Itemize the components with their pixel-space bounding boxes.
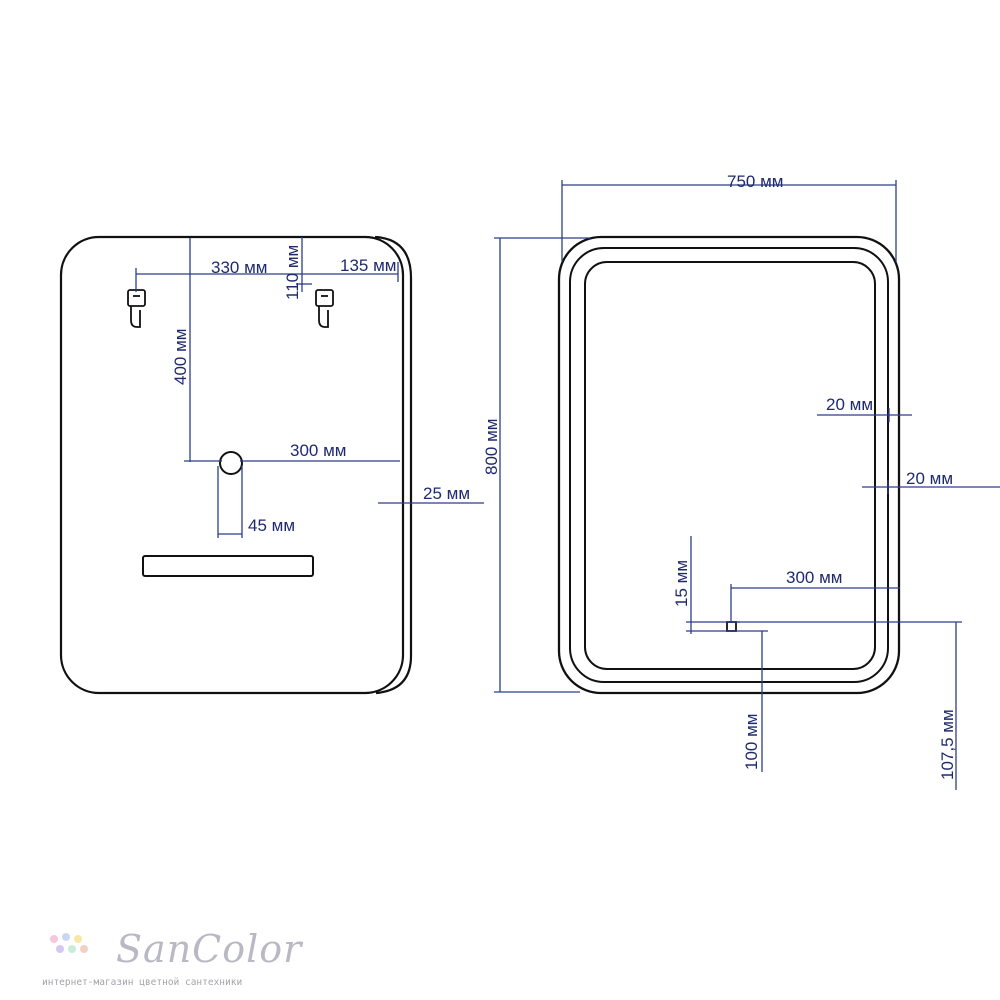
back-dimension-lines xyxy=(135,237,484,538)
front-width-label: 750 мм xyxy=(727,172,783,191)
back-hook-drop-label: 400 мм xyxy=(171,329,190,385)
front-sensor-edge-label: 300 мм xyxy=(786,568,842,587)
front-inset-side-label: 20 мм xyxy=(906,469,953,488)
front-height-label: 800 мм xyxy=(482,419,501,475)
back-switch-edge-label: 300 мм xyxy=(290,441,346,460)
mirror-glass xyxy=(584,261,876,670)
mirror-back-body xyxy=(59,235,405,695)
back-hook-spacing-label: 330 мм xyxy=(211,258,267,277)
mirror-led-band xyxy=(569,247,889,683)
back-hook-edge-label: 135 мм xyxy=(340,256,396,275)
logo-dots-icon xyxy=(50,933,88,953)
front-sensor-bottom-outer-label: 107,5 мм xyxy=(938,709,957,780)
logo-tagline: интернет-магазин цветной сантехники xyxy=(42,977,243,988)
logo-dot xyxy=(74,935,82,943)
back-view: 330 мм 135 мм 110 мм 400 мм 300 мм 45 мм… xyxy=(59,235,484,695)
back-depth-label: 25 мм xyxy=(423,484,470,503)
touch-sensor xyxy=(726,621,737,632)
mirror-front-outer xyxy=(557,235,901,695)
front-sensor-size-label: 15 мм xyxy=(672,560,691,607)
back-hook-top-label: 110 мм xyxy=(283,245,302,300)
mounting-hook-left xyxy=(127,289,146,328)
switch-hole xyxy=(219,451,243,475)
logo-dot xyxy=(62,933,70,941)
logo-dot xyxy=(50,935,58,943)
logo-dot xyxy=(56,945,64,953)
front-dimension-lines xyxy=(494,180,1000,790)
sancolor-logo: SanColor интернет-магазин цветной сантех… xyxy=(40,925,303,995)
back-switch-offset-label: 45 мм xyxy=(248,516,295,535)
logo-dot xyxy=(80,945,88,953)
mounting-hook-right xyxy=(315,289,334,328)
mirror-back-depth-edge xyxy=(374,235,413,695)
logo-dot xyxy=(68,945,76,953)
back-plate-slot xyxy=(142,555,314,577)
front-inset-top-label: 20 мм xyxy=(826,395,873,414)
front-sensor-bottom-label: 100 мм xyxy=(742,714,761,770)
front-view: 750 мм 800 мм 20 мм 20 мм 300 мм 15 мм 1… xyxy=(482,172,1000,790)
logo-brand: SanColor xyxy=(116,927,303,971)
